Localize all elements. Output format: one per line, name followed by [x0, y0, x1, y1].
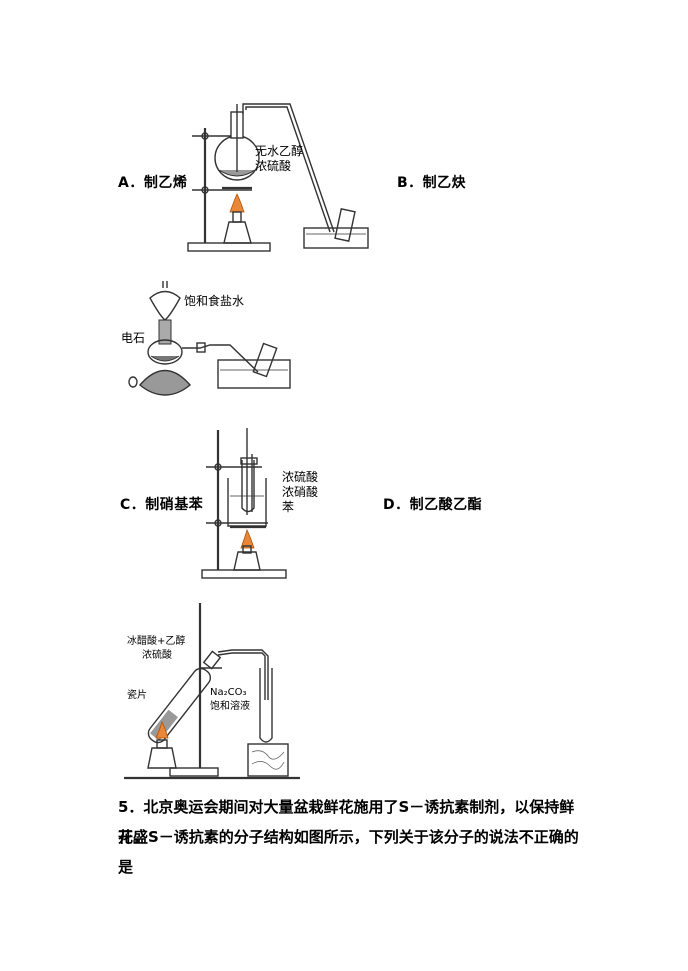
figure-b-acetylene-apparatus	[128, 281, 291, 396]
label-d-reagents: 冰醋酸+乙醇	[127, 636, 186, 647]
label-b-carbide: 电石	[121, 331, 146, 345]
figure-a-ethylene-apparatus	[187, 103, 369, 252]
option-b: B．制乙炔	[397, 175, 467, 191]
label-c-benzene: 苯	[282, 500, 295, 514]
question-line-2: 开。S－诱抗素的分子结构如图所示，下列关于该分子的说法不正确的是	[118, 828, 579, 876]
figure-c-nitrobenzene-apparatus	[201, 428, 287, 579]
option-d: D．制乙酸乙酯	[383, 497, 483, 513]
label-c-sulfuric: 浓硫酸	[282, 470, 319, 484]
label-d-sulfuric: 浓硫酸	[142, 650, 172, 661]
option-c: C．制硝基苯	[120, 497, 204, 513]
label-b-brine: 饱和食盐水	[184, 294, 245, 308]
option-a: A．制乙烯	[118, 175, 188, 191]
label-c-nitric: 浓硝酸	[282, 485, 319, 499]
question-line-1: 5．北京奥运会期间对大量盆栽鲜花施用了S－诱抗素制剂，以保持鲜花盛	[118, 798, 575, 846]
figure-d-ethyl-acetate-apparatus	[124, 603, 300, 780]
label-d-na2co3: Na₂CO₃	[210, 687, 247, 698]
label-a-sulfuric: 浓硫酸	[255, 159, 292, 173]
label-d-solution: 饱和溶液	[210, 701, 250, 712]
label-d-chips: 瓷片	[127, 690, 147, 701]
label-a-ethanol: 无水乙醇	[255, 144, 304, 158]
